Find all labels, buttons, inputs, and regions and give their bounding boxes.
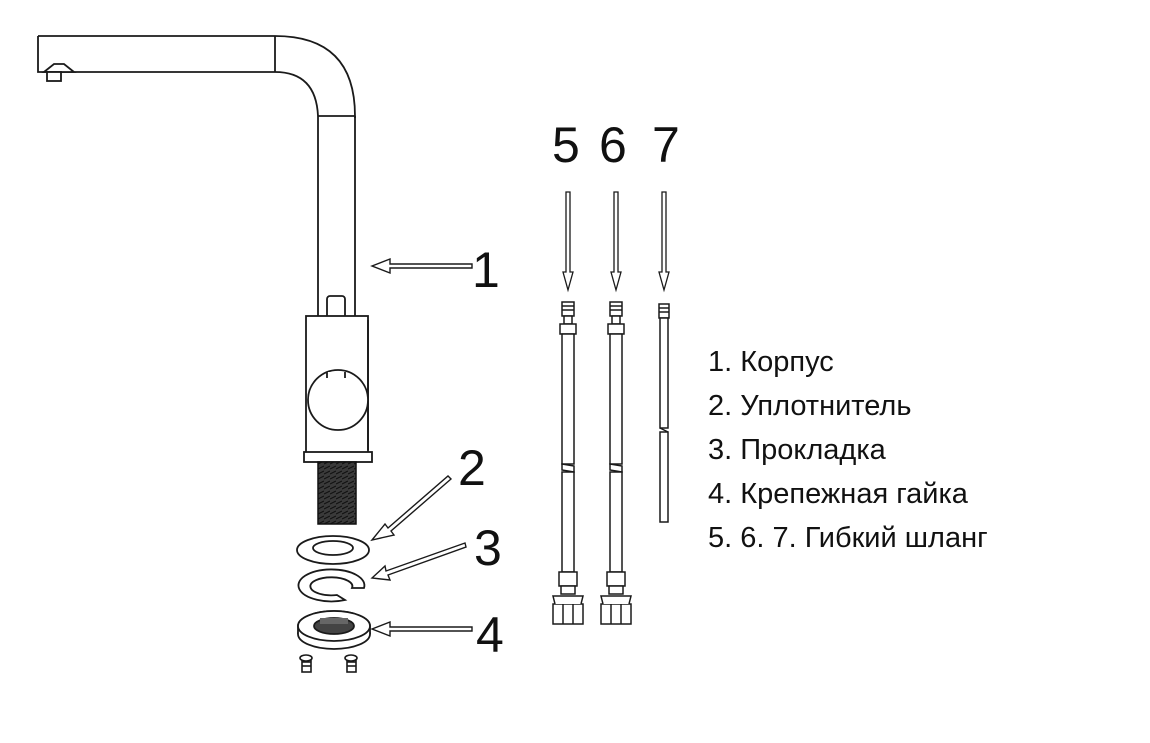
- legend-item-seal: 2. Уплотнитель: [708, 390, 912, 422]
- callout-3: 3: [474, 520, 502, 576]
- legend-item-gasket: 3. Прокладка: [708, 434, 886, 466]
- gasket: [297, 568, 366, 603]
- leader-arrows: [370, 257, 473, 638]
- legend-item-hoses: 5. 6. 7. Гибкий шланг: [708, 522, 988, 554]
- arrow-2: [370, 475, 453, 542]
- arrow-1: [370, 257, 473, 275]
- arrow-7: [658, 191, 670, 293]
- arrow-3: [370, 542, 467, 581]
- seal-ring: [296, 535, 370, 565]
- callout-7: 7: [652, 117, 680, 173]
- arrow-5: [562, 191, 574, 293]
- legend-item-nut: 4. Крепежная гайка: [708, 478, 968, 510]
- callout-2: 2: [458, 440, 486, 496]
- hose-6: [600, 301, 632, 625]
- arrow-4: [370, 620, 473, 638]
- mounting-screws: [299, 654, 358, 673]
- parts-legend: 1. Корпус 2. Уплотнитель 3. Прокладка 4.…: [708, 340, 988, 560]
- callout-1: 1: [472, 242, 500, 298]
- mounting-nut: [297, 610, 371, 650]
- callout-5: 5: [552, 117, 580, 173]
- legend-item-body: 1. Корпус: [708, 346, 834, 378]
- callout-4: 4: [476, 607, 504, 663]
- faucet-body: [37, 35, 373, 463]
- hose-arrows: [562, 191, 670, 293]
- threaded-shank: [317, 461, 357, 525]
- hose-5: [552, 301, 584, 625]
- hose-7: [658, 303, 670, 523]
- callout-6: 6: [599, 117, 627, 173]
- arrow-6: [610, 191, 622, 293]
